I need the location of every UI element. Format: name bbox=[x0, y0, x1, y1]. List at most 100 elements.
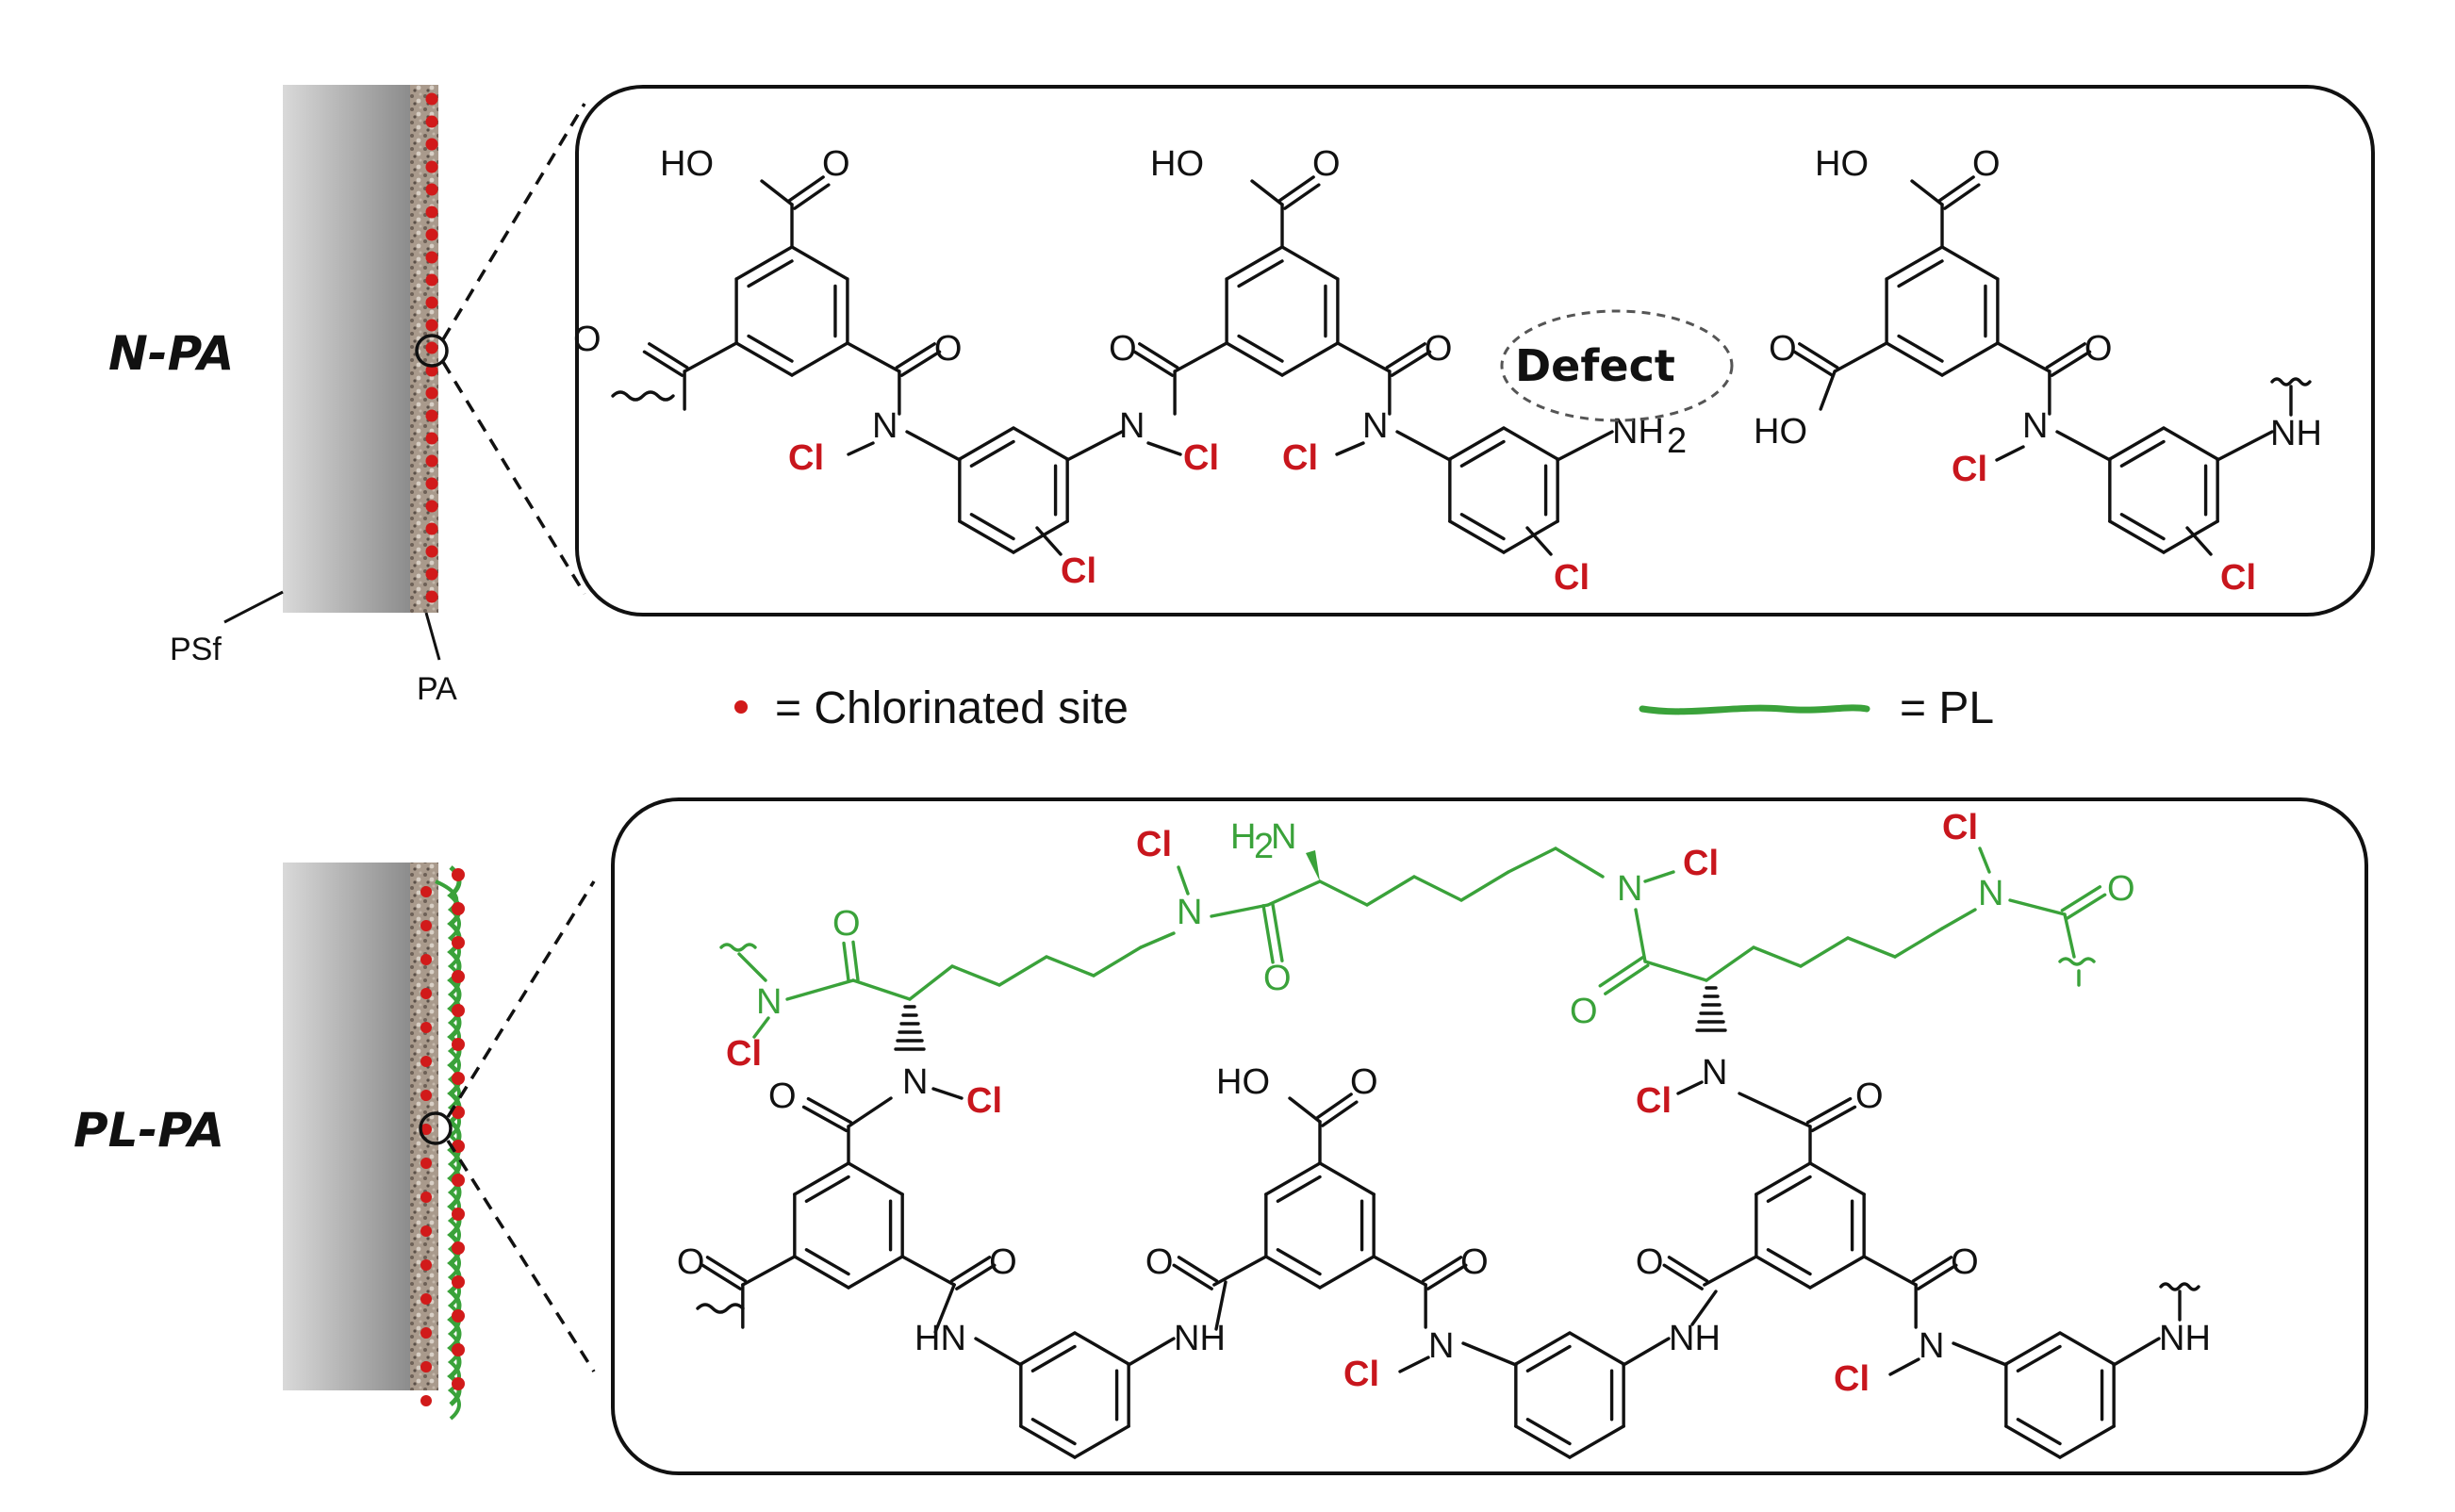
chlorinated-dot bbox=[452, 936, 465, 949]
bond bbox=[1390, 350, 1432, 377]
bond bbox=[1810, 1105, 1857, 1133]
bond bbox=[842, 941, 850, 983]
bond bbox=[1030, 1344, 1077, 1372]
bond bbox=[1943, 183, 1981, 210]
atom-label: O bbox=[1350, 1062, 1378, 1102]
bond bbox=[1127, 1337, 1176, 1367]
bond bbox=[1690, 1290, 1718, 1326]
wavy-bond bbox=[2159, 1282, 2200, 1291]
chlorinated-dot bbox=[420, 1395, 432, 1406]
subscript: 2 bbox=[1254, 827, 1274, 866]
atom-label: N bbox=[872, 406, 898, 446]
atom-label: Cl bbox=[788, 438, 824, 478]
bond bbox=[1045, 955, 1096, 978]
bond bbox=[1250, 179, 1284, 206]
chlorinated-dot bbox=[425, 319, 438, 332]
atom-label: O bbox=[768, 1076, 797, 1116]
bond bbox=[1012, 519, 1069, 554]
bond bbox=[1448, 519, 1506, 554]
chlorinated-dot bbox=[452, 1106, 465, 1119]
atom-label: N bbox=[1119, 406, 1145, 446]
bond bbox=[642, 350, 684, 377]
pl-pa-membrane: PL-PA bbox=[74, 863, 596, 1421]
atom-label: O bbox=[1972, 144, 2001, 184]
chlorinated-dot bbox=[420, 1259, 432, 1271]
bond bbox=[734, 341, 794, 377]
wavy-bond bbox=[696, 1303, 745, 1314]
pa-pointer bbox=[424, 612, 441, 661]
atom-label: N bbox=[2022, 406, 2048, 446]
bond bbox=[2065, 893, 2107, 920]
bond bbox=[1978, 846, 1991, 874]
psf-layer-bottom bbox=[283, 863, 410, 1390]
atom-label: O bbox=[934, 329, 963, 369]
bond bbox=[785, 978, 855, 1001]
bond bbox=[2060, 885, 2102, 912]
chlorinated-site-dot bbox=[734, 700, 748, 714]
bond bbox=[1643, 960, 1708, 982]
bond bbox=[2119, 439, 2166, 468]
chlorinated-dot bbox=[425, 160, 438, 173]
bond bbox=[1461, 1341, 1518, 1367]
chlorinated-dot bbox=[425, 273, 438, 287]
bond bbox=[1412, 875, 1463, 902]
bond bbox=[969, 439, 1015, 468]
bond bbox=[1421, 1256, 1463, 1283]
wavy-bond bbox=[611, 390, 675, 402]
zoom-line-top bbox=[441, 103, 586, 340]
bond bbox=[1210, 903, 1270, 918]
chlorinated-dot bbox=[425, 205, 438, 219]
bond bbox=[1634, 908, 1647, 963]
legend: = Chlorinated site = PL bbox=[734, 683, 1994, 733]
bond bbox=[1321, 1100, 1359, 1127]
bond bbox=[900, 1255, 956, 1287]
n-pa-label: N-PA bbox=[108, 326, 234, 381]
bond bbox=[1805, 1096, 1853, 1125]
chlorinated-dot bbox=[420, 1158, 432, 1169]
chlorinated-dot bbox=[420, 1327, 432, 1339]
bond bbox=[1755, 1161, 1812, 1196]
chlorinated-dot bbox=[425, 522, 438, 535]
bond bbox=[1459, 870, 1510, 902]
bond bbox=[1568, 1424, 1625, 1459]
bond bbox=[1173, 341, 1228, 373]
bond bbox=[974, 1337, 1023, 1367]
bond bbox=[847, 1255, 904, 1290]
bond bbox=[1398, 1356, 1430, 1373]
atom-label: O bbox=[1570, 992, 1598, 1031]
bond bbox=[847, 1161, 904, 1196]
zoom-circle-bottom bbox=[419, 1111, 453, 1145]
bond bbox=[1808, 1255, 1866, 1290]
atom-label: NH bbox=[2270, 414, 2322, 453]
bond bbox=[741, 1255, 797, 1287]
n-pa-membrane: PSf PA N-PA bbox=[108, 85, 586, 707]
chlorinated-dot bbox=[425, 545, 438, 558]
zoom-line-top-bottom bbox=[446, 880, 596, 1118]
wavy-bond bbox=[719, 943, 757, 952]
bond bbox=[1395, 430, 1452, 462]
atom-label: O bbox=[1636, 1242, 1664, 1282]
bond bbox=[1335, 441, 1365, 456]
bond bbox=[899, 350, 942, 377]
wavy-bond bbox=[2058, 957, 2096, 966]
bond bbox=[1385, 342, 1426, 370]
bond bbox=[804, 1248, 850, 1276]
bond bbox=[1752, 945, 1803, 968]
bond bbox=[1138, 342, 1179, 370]
bond bbox=[2004, 1424, 2062, 1459]
psf-layer bbox=[283, 85, 410, 613]
atom-label: Cl bbox=[1683, 844, 1719, 883]
bond bbox=[2058, 1331, 2116, 1366]
chlorinated-dot bbox=[425, 386, 438, 400]
bond bbox=[1264, 1255, 1322, 1290]
chlorinated-dot bbox=[425, 341, 438, 354]
bond bbox=[2119, 513, 2166, 541]
bond bbox=[1885, 341, 1944, 377]
bond bbox=[1667, 1256, 1709, 1283]
bond bbox=[1502, 519, 1559, 554]
bond bbox=[1917, 1263, 1958, 1290]
bond bbox=[1459, 513, 1506, 541]
chlorinated-dot bbox=[425, 409, 438, 422]
chlorinated-dot bbox=[452, 1004, 465, 1017]
